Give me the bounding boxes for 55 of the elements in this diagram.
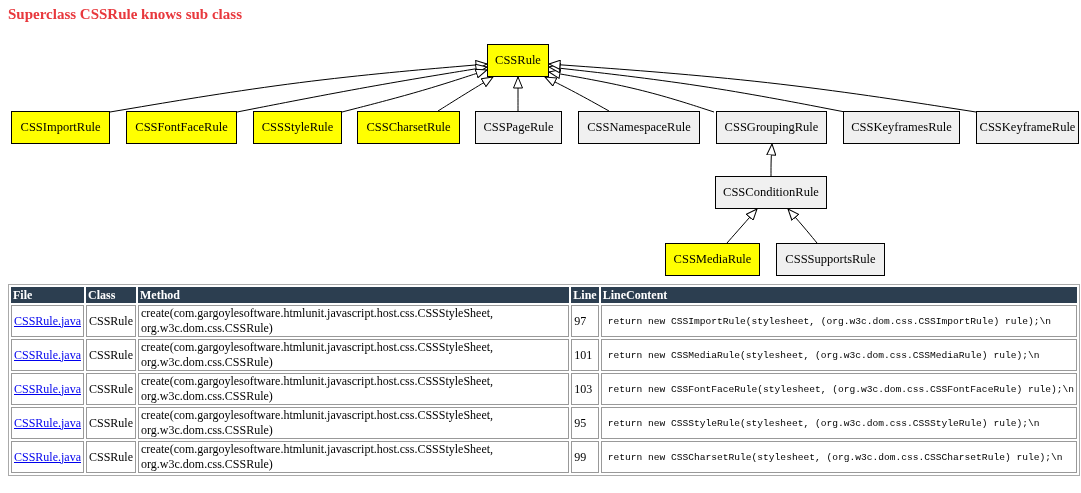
class-box: CSSStyleRule bbox=[253, 111, 342, 144]
table-cell: return new CSSFontFaceRule(stylesheet, (org.w3c.dom.css.CSSFontFaceRule) rule);\n bbox=[600, 373, 1077, 405]
table-cell: create(com.gargoylesoftware.htmlunit.javascript.host.css.CSSStyleSheet, org.w3c.dom.css.CSSRule) bbox=[138, 305, 570, 337]
class-box: CSSImportRule bbox=[11, 111, 110, 144]
class-box: CSSRule bbox=[487, 44, 549, 77]
class-box: CSSFontFaceRule bbox=[126, 111, 237, 144]
class-box: CSSConditionRule bbox=[715, 176, 827, 209]
class-box: CSSGroupingRule bbox=[716, 111, 827, 144]
inheritance-arrow bbox=[787, 208, 818, 244]
table-cell: create(com.gargoylesoftware.htmlunit.javascript.host.css.CSSStyleSheet, org.w3c.dom.css.CSSRule) bbox=[138, 339, 570, 371]
column-header: Class bbox=[86, 287, 137, 303]
class-box: CSSNamespaceRule bbox=[578, 111, 700, 144]
class-box: CSSCharsetRule bbox=[357, 111, 460, 144]
table-cell: CSSRule bbox=[86, 339, 137, 371]
inheritance-arrow bbox=[766, 143, 777, 177]
inheritance-arrow bbox=[341, 68, 488, 113]
file-link: CSSRule.java bbox=[14, 313, 81, 328]
table-cell: 97 bbox=[571, 305, 599, 337]
inheritance-arrow bbox=[544, 76, 610, 112]
table-cell: 101 bbox=[571, 339, 599, 371]
class-box: CSSSupportsRule bbox=[776, 243, 885, 276]
column-header: LineContent bbox=[600, 287, 1077, 303]
table-cell: return new CSSImportRule(stylesheet, (org.w3c.dom.css.CSSImportRule) rule);\n bbox=[600, 305, 1077, 337]
table-cell: 95 bbox=[571, 407, 599, 439]
column-header: Method bbox=[138, 287, 570, 303]
file-link: CSSRule.java bbox=[14, 381, 81, 396]
inheritance-arrow bbox=[109, 59, 488, 113]
class-box: CSSKeyframeRule bbox=[976, 111, 1079, 144]
table-cell: CSSRule bbox=[86, 407, 137, 439]
class-box: CSSPageRule bbox=[475, 111, 562, 144]
diagram-title: Superclass CSSRule knows sub class bbox=[8, 6, 242, 23]
inheritance-arrow bbox=[437, 76, 494, 112]
file-link: CSSRule.java bbox=[14, 449, 81, 464]
column-header: File bbox=[11, 287, 84, 303]
table-cell: return new CSSStyleRule(stylesheet, (org.w3c.dom.css.CSSStyleRule) rule);\n bbox=[600, 407, 1077, 439]
class-box: CSSKeyframesRule bbox=[843, 111, 960, 144]
table-cell: 99 bbox=[571, 441, 599, 473]
table-cell: CSSRule bbox=[86, 373, 137, 405]
inheritance-arrow bbox=[726, 208, 758, 244]
file-link: CSSRule.java bbox=[14, 347, 81, 362]
column-header: Line bbox=[571, 287, 599, 303]
table-cell: CSSRule bbox=[86, 305, 137, 337]
inheritance-arrow bbox=[548, 59, 977, 113]
table-cell: return new CSSCharsetRule(stylesheet, (org.w3c.dom.css.CSSCharsetRule) rule);\n bbox=[600, 441, 1077, 473]
table-cell: create(com.gargoylesoftware.htmlunit.javascript.host.css.CSSStyleSheet, org.w3c.dom.css.CSSRule) bbox=[138, 373, 570, 405]
table-cell: return new CSSMediaRule(stylesheet, (org.w3c.dom.css.CSSMediaRule) rule);\n bbox=[600, 339, 1077, 371]
table-cell: CSSRule bbox=[86, 441, 137, 473]
table-cell: create(com.gargoylesoftware.htmlunit.javascript.host.css.CSSStyleSheet, org.w3c.dom.css.CSSRule) bbox=[138, 441, 570, 473]
inheritance-arrow bbox=[236, 63, 488, 113]
inheritance-arrow bbox=[548, 68, 715, 113]
class-box: CSSMediaRule bbox=[665, 243, 760, 276]
inheritance-arrow bbox=[513, 76, 523, 112]
table-cell: 103 bbox=[571, 373, 599, 405]
file-link: CSSRule.java bbox=[14, 415, 81, 430]
table-cell: create(com.gargoylesoftware.htmlunit.javascript.host.css.CSSStyleSheet, org.w3c.dom.css.CSSRule) bbox=[138, 407, 570, 439]
